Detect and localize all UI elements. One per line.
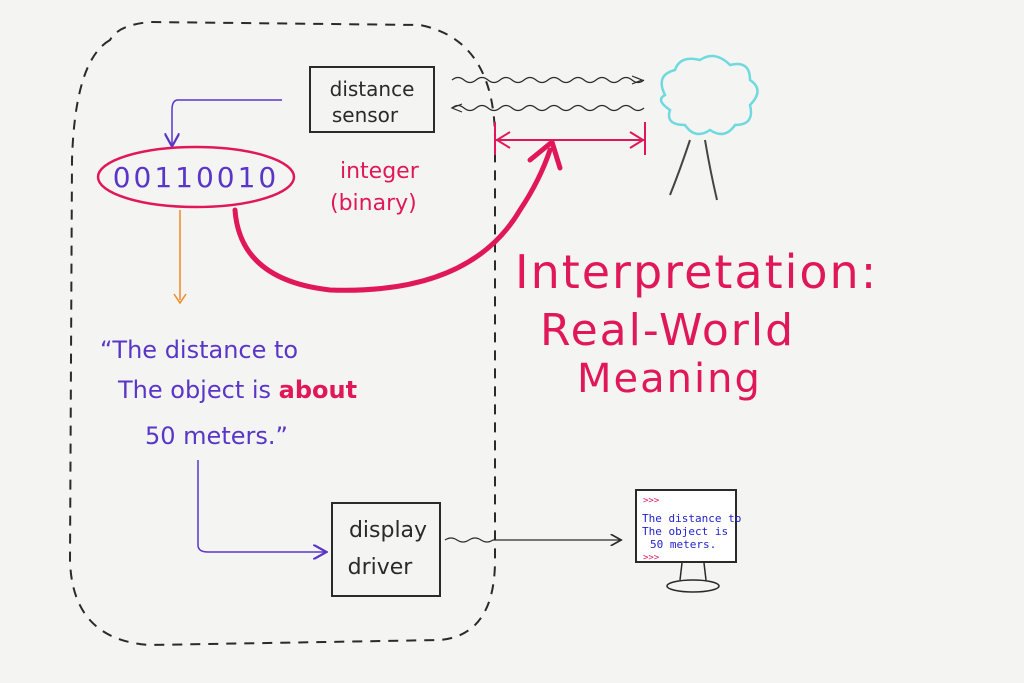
quote-line1: “The distance to: [100, 336, 298, 364]
sensor-to-binary-arrow: [172, 99, 282, 145]
binary-value-oval: 00110010: [96, 145, 296, 209]
monitor-line1: The distance to: [642, 512, 741, 525]
sensor-label-line2: sensor: [332, 103, 399, 127]
interpretation-arrow: [232, 139, 563, 293]
signal-wave-back-head: [450, 103, 463, 113]
monitor-prompt-top: >>>: [643, 496, 660, 506]
meaning-quote: “The distance to The object is about 50 …: [100, 336, 357, 450]
quote-to-driver-arrow: [197, 460, 325, 552]
monitor-icon: >>> The distance to The object is 50 met…: [635, 489, 741, 593]
quote-line3: 50 meters.”: [145, 422, 288, 450]
tree-icon: [659, 54, 759, 201]
binary-to-quote-arrow: [173, 210, 187, 305]
distance-measure: [494, 122, 646, 155]
driver-label-line2: driver: [348, 555, 414, 580]
monitor-line3: 50 meters.: [650, 538, 716, 551]
driver-label-line1: display: [349, 518, 427, 543]
monitor-line2: The object is: [642, 525, 728, 538]
binary-value: 00110010: [113, 161, 280, 194]
signal-wave-out-head: [631, 75, 644, 85]
driver-to-monitor-wave: [444, 538, 620, 542]
sensor-label-line1: distance: [330, 77, 415, 101]
interpretation-heading: Interpretation: Real-World Meaning: [515, 245, 878, 402]
display-driver-box: display driver: [331, 502, 441, 597]
integer-label-line1: integer: [340, 159, 420, 184]
interpretation-line1: Interpretation:: [515, 245, 878, 299]
interpretation-line3: Meaning: [577, 356, 762, 402]
interpretation-line2: Real-World: [540, 305, 795, 356]
signal-wave-back: [451, 104, 645, 112]
distance-sensor-box: distance sensor: [309, 66, 435, 133]
signal-wave-out: [451, 76, 645, 84]
quote-emphasis-about: about: [279, 376, 357, 404]
quote-line2-a: The object is: [117, 376, 279, 404]
integer-label-line2: (binary): [330, 191, 417, 216]
monitor-prompt-bottom: >>>: [643, 553, 660, 563]
computer-boundary: [68, 20, 496, 647]
svg-text:The object is about: The object is about: [117, 376, 357, 404]
